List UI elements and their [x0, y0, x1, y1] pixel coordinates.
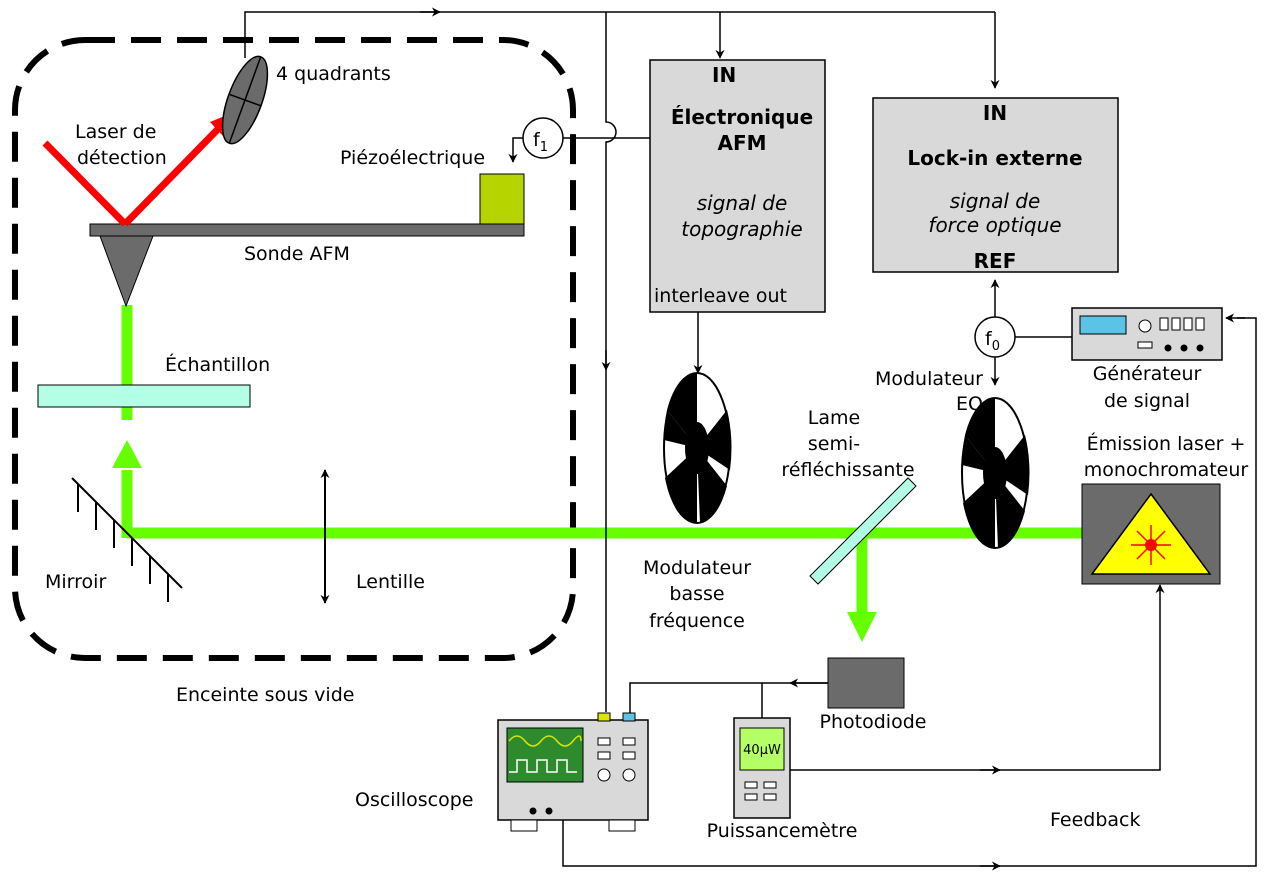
interleave-out-label: interleave out	[654, 285, 787, 307]
svg-text:signal de: signal de	[950, 189, 1041, 213]
afm-electronics-box	[649, 59, 826, 313]
label-eo-modulator: Modulateur	[875, 368, 983, 390]
afm-title: Électronique	[671, 105, 813, 129]
oscilloscope	[497, 712, 649, 832]
afm-cantilever	[89, 223, 525, 237]
signal-generator	[1071, 307, 1223, 361]
afm-in-label: IN	[712, 63, 736, 87]
svg-text:topographie: topographie	[681, 217, 802, 241]
f0-frequency-node	[974, 316, 1016, 358]
label-laser-detection: Laser de	[75, 121, 156, 143]
photodiode	[827, 657, 905, 709]
svg-text:fréquence: fréquence	[649, 610, 745, 632]
svg-text:signal de: signal de	[697, 191, 788, 215]
label-lens: Lentille	[356, 571, 425, 593]
label-laser-emission: Émission laser +	[1087, 432, 1246, 455]
afm-tip	[99, 235, 154, 308]
laser-source	[1081, 483, 1221, 585]
svg-text:IN: IN	[983, 101, 1007, 125]
label-photodiode: Photodiode	[820, 711, 927, 733]
label-echantillon: Échantillon	[165, 353, 270, 376]
svg-text:AFM: AFM	[717, 131, 766, 155]
eo-modulator	[961, 397, 1030, 549]
label-piezo: Piézoélectrique	[340, 147, 485, 169]
svg-text:EO: EO	[956, 393, 983, 415]
svg-text:réfléchissante: réfléchissante	[781, 459, 914, 481]
svg-text:de signal: de signal	[1104, 390, 1190, 412]
piezo-element	[479, 173, 525, 225]
sample	[37, 384, 251, 408]
beam-splitter	[809, 477, 917, 585]
lock-in-title: Lock-in externe	[907, 146, 1082, 170]
label-4-quadrants: 4 quadrants	[276, 63, 391, 85]
power-meter	[733, 717, 791, 819]
low-frequency-modulator	[663, 372, 732, 524]
signal-wires	[244, 7, 1257, 871]
svg-text:REF: REF	[974, 249, 1017, 273]
label-powermeter: Puissancemètre	[707, 820, 858, 842]
label-lf-modulator: Modulateur	[643, 557, 751, 579]
svg-text:force optique: force optique	[928, 213, 1061, 237]
vacuum-chamber-outline	[12, 37, 576, 661]
svg-text:f0: f0	[985, 328, 1000, 354]
label-mirror: Mirroir	[45, 571, 106, 593]
svg-text:détection: détection	[77, 147, 167, 169]
label-vacuum-chamber: Enceinte sous vide	[176, 684, 354, 706]
f1-frequency-node	[522, 117, 564, 159]
lock-in-box	[872, 97, 1119, 273]
label-beam-splitter: Lame	[808, 407, 860, 429]
mirror	[71, 477, 183, 602]
label-oscilloscope: Oscilloscope	[355, 789, 473, 811]
svg-text:monochromateur: monochromateur	[1084, 459, 1249, 481]
power-readout: 40µW	[743, 743, 781, 758]
label-sonde-afm: Sonde AFM	[244, 243, 350, 265]
svg-text:f1: f1	[533, 129, 548, 155]
svg-text:basse: basse	[669, 583, 724, 605]
label-signal-generator: Générateur	[1093, 363, 1202, 385]
label-feedback: Feedback	[1050, 809, 1140, 831]
svg-text:semi-: semi-	[808, 433, 860, 455]
four-quadrant-detector	[221, 55, 269, 145]
